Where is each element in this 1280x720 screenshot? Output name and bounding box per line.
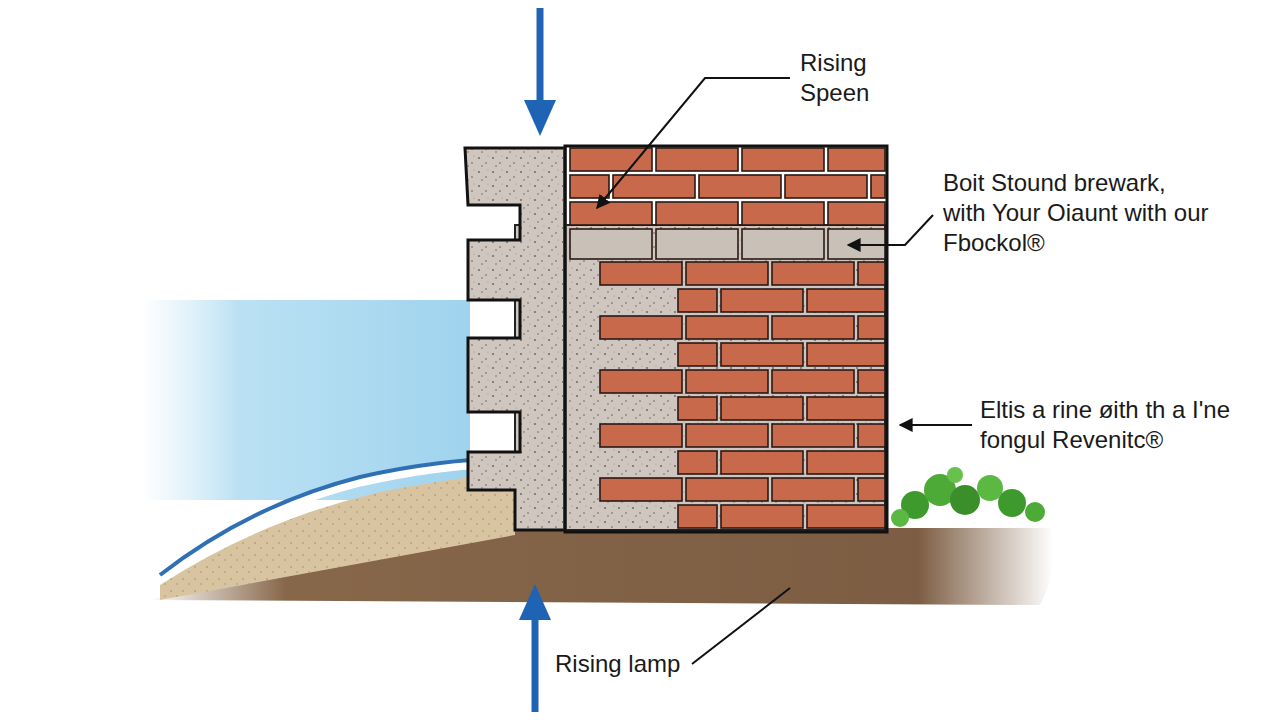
brick xyxy=(656,202,738,225)
brick xyxy=(828,148,885,171)
leader-lines xyxy=(597,78,972,664)
wave-line xyxy=(160,458,515,575)
brick xyxy=(772,478,854,501)
callout-label: Boit Stound brewark, with Your Oiaunt wi… xyxy=(943,168,1215,258)
brick xyxy=(858,316,885,339)
brick xyxy=(699,175,781,198)
concrete-block xyxy=(742,229,824,259)
brick xyxy=(686,370,768,393)
brick xyxy=(721,289,803,312)
brick xyxy=(600,424,682,447)
brick xyxy=(742,148,824,171)
brick xyxy=(678,343,717,366)
brick xyxy=(686,262,768,285)
brick xyxy=(600,316,682,339)
callout-label: Eltis a rine øith th a I'ne fongul Reven… xyxy=(980,395,1242,455)
brickwork-outline xyxy=(565,146,887,532)
concrete-block xyxy=(656,229,738,259)
plant xyxy=(891,467,1045,527)
brick xyxy=(742,202,824,225)
brick xyxy=(807,451,885,474)
brick xyxy=(807,343,885,366)
brick xyxy=(613,175,695,198)
brick xyxy=(807,397,885,420)
brick xyxy=(858,478,885,501)
brick xyxy=(858,370,885,393)
brick xyxy=(686,478,768,501)
brick xyxy=(871,175,885,198)
wave-foam xyxy=(160,462,515,578)
brick xyxy=(570,202,652,225)
brick xyxy=(721,451,803,474)
callout-label: Rising lamp xyxy=(555,649,680,679)
brickwork xyxy=(565,146,887,532)
brick xyxy=(570,175,609,198)
brick xyxy=(858,424,885,447)
brick xyxy=(600,370,682,393)
brick xyxy=(772,262,854,285)
brick xyxy=(807,289,885,312)
callout-label: Rising Speen xyxy=(800,48,890,108)
brick xyxy=(686,316,768,339)
brick xyxy=(678,289,717,312)
brick xyxy=(772,424,854,447)
brick xyxy=(828,202,885,225)
brick xyxy=(772,370,854,393)
brick xyxy=(721,343,803,366)
brick xyxy=(678,451,717,474)
brick xyxy=(721,397,803,420)
brick xyxy=(678,505,717,528)
brick xyxy=(686,424,768,447)
brick xyxy=(600,262,682,285)
concrete-block xyxy=(570,229,652,259)
concrete-face xyxy=(465,148,565,530)
brick xyxy=(858,262,885,285)
brick xyxy=(656,148,738,171)
brick xyxy=(570,148,652,171)
brick xyxy=(721,505,803,528)
brick xyxy=(785,175,867,198)
pressure-arrows xyxy=(519,8,556,712)
brick xyxy=(807,505,885,528)
concrete-fill xyxy=(515,225,885,530)
brick xyxy=(600,478,682,501)
brick xyxy=(678,397,717,420)
brick xyxy=(772,316,854,339)
